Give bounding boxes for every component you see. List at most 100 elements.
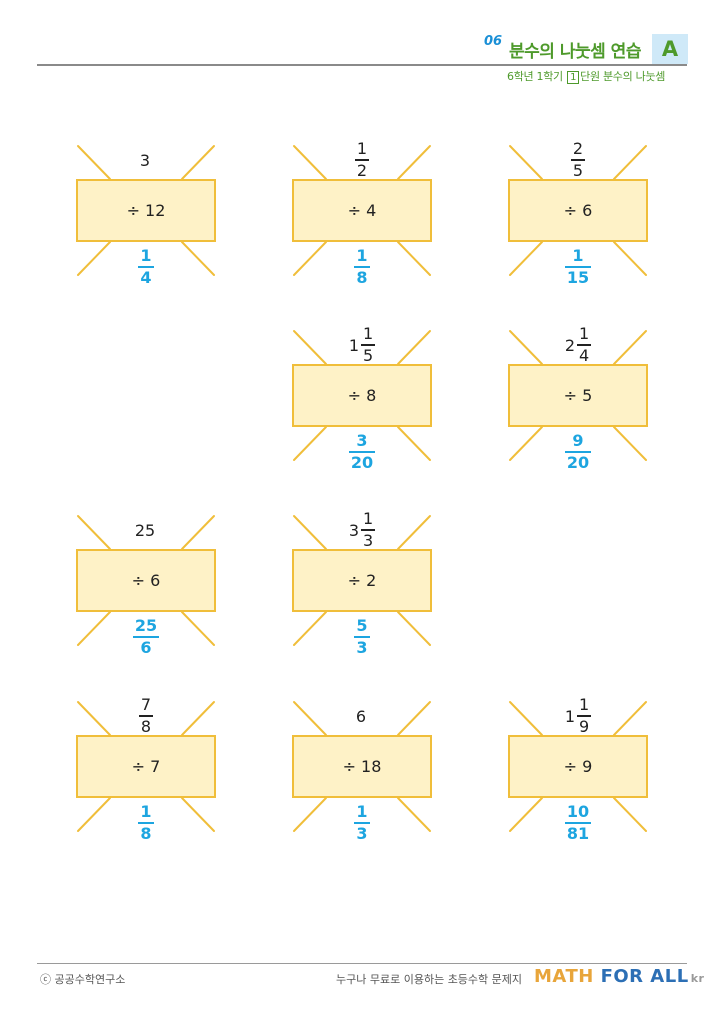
numerator: 10 [566, 802, 590, 822]
fraction-bar [138, 822, 154, 824]
divisor-box: ÷ 7 [76, 735, 216, 798]
divisor-box: ÷ 6 [508, 179, 648, 242]
divisor-text: ÷ 12 [126, 201, 166, 220]
divisor-box: ÷ 18 [292, 735, 432, 798]
divisor-box: ÷ 5 [508, 364, 648, 427]
fraction-bar [577, 715, 592, 717]
fraction-bar [577, 344, 592, 346]
ray-lines [293, 515, 431, 646]
divisor-text: ÷ 4 [347, 201, 377, 220]
logo-math: MATH [534, 966, 594, 987]
numerator: 2 [572, 139, 584, 159]
denominator: 4 [140, 267, 152, 287]
worksheet-title: 분수의 나눗셈 연습 [509, 42, 641, 62]
ray-lines [293, 145, 431, 276]
numerator: 1 [579, 324, 590, 344]
level-badge: A [652, 34, 688, 64]
ray-lines [77, 515, 215, 646]
numerator: 1 [363, 509, 374, 529]
dividend: 3 [116, 142, 176, 178]
whole-part: 6 [355, 706, 367, 726]
logo-for-all: FOR ALL [600, 966, 689, 987]
numerator: 25 [134, 616, 158, 636]
numerator: 5 [356, 616, 368, 636]
numerator: 1 [572, 246, 584, 266]
fraction-bar [564, 822, 592, 824]
denominator: 3 [363, 530, 374, 550]
divisor-text: ÷ 6 [563, 201, 593, 220]
fraction-bar [361, 529, 376, 531]
copyright-text: ⓒ 공공수학연구소 [40, 973, 126, 986]
divisor-text: ÷ 7 [131, 757, 161, 776]
denominator: 8 [140, 716, 152, 736]
subtitle-unit-suffix: 단원 [580, 70, 600, 83]
unit-number-box: 1 [567, 71, 580, 84]
divisor-box: ÷ 2 [292, 549, 432, 612]
header-divider [37, 64, 687, 66]
numerator: 7 [140, 695, 152, 715]
dividend: 25 [116, 512, 176, 548]
divisor-text: ÷ 18 [342, 757, 382, 776]
denominator: 2 [356, 160, 368, 180]
denominator: 5 [363, 345, 374, 365]
denominator: 3 [356, 637, 368, 657]
divisor-text: ÷ 9 [563, 757, 593, 776]
divisor-box: ÷ 12 [76, 179, 216, 242]
fraction-bar [361, 344, 376, 346]
subtitle-grade: 6학년 1학기 [507, 70, 563, 83]
fraction-bar [570, 159, 586, 161]
divisor-text: ÷ 8 [347, 386, 377, 405]
whole-part: 2 [564, 335, 575, 355]
ray-lines [509, 701, 647, 832]
numerator: 9 [572, 431, 584, 451]
divisor-text: ÷ 2 [347, 571, 377, 590]
worksheet-number: 06 [484, 34, 503, 49]
ray-lines [77, 145, 215, 276]
whole-part: 3 [348, 520, 359, 540]
denominator: 20 [566, 452, 590, 472]
numerator: 1 [140, 246, 152, 266]
numerator: 1 [356, 246, 368, 266]
ray-lines [509, 145, 647, 276]
denominator: 6 [140, 637, 152, 657]
fraction-bar [564, 266, 592, 268]
divisor-box: ÷ 6 [76, 549, 216, 612]
footer-tagline: 누구나 무료로 이용하는 초등수학 문제지 [336, 973, 523, 986]
divisor-box: ÷ 8 [292, 364, 432, 427]
denominator: 9 [579, 716, 590, 736]
fraction-bar [138, 715, 154, 717]
whole-part: 1 [348, 335, 359, 355]
denominator: 4 [579, 345, 590, 365]
denominator: 8 [140, 823, 152, 843]
fraction-bar [132, 636, 160, 638]
